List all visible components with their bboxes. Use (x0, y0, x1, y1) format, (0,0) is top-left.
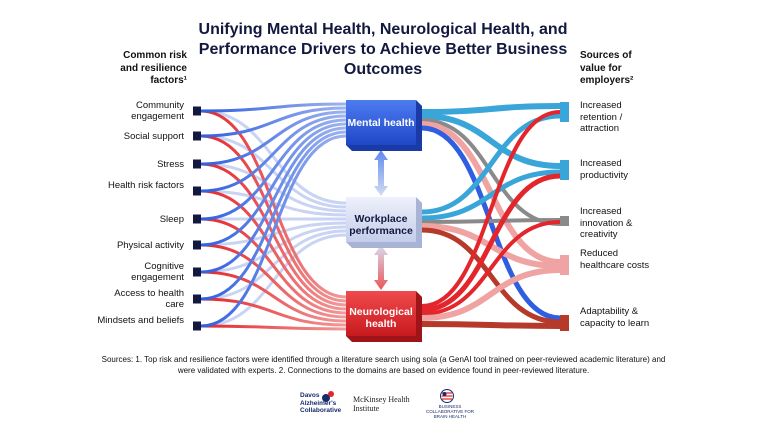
value-source-label: Increased innovation & creativity (580, 206, 633, 240)
risk-factor-node (193, 294, 201, 304)
risk-factor-node (193, 159, 201, 169)
link-to-mental (200, 102, 347, 113)
link-to-mental (200, 122, 347, 247)
risk-factor-label: Stress (157, 158, 184, 170)
risk-factor-node (193, 106, 201, 116)
link-to-mental (200, 110, 347, 166)
link-to-value (421, 110, 561, 308)
link-to-neuro (200, 109, 347, 299)
value-source-bar (560, 160, 569, 180)
value-source-bar (560, 315, 569, 331)
risk-factor-node (193, 321, 201, 331)
link-to-value (421, 169, 561, 221)
risk-factors-header: Common risk and resilience factors¹ (120, 50, 187, 86)
link-to-value (421, 113, 561, 169)
risk-factor-label: Community engagement (131, 100, 184, 122)
value-source-label: Adaptability & capacity to learn (580, 306, 650, 329)
link-to-value (421, 220, 561, 316)
link-to-value (421, 173, 561, 313)
risk-factor-label: Access to health care (114, 288, 184, 310)
link-to-value (421, 267, 561, 321)
value-source-label: Reduced healthcare costs (580, 248, 650, 271)
value-source-bars (560, 102, 569, 331)
value-source-bar (560, 255, 569, 275)
workplace-performance-label: Workplace performance (349, 213, 413, 237)
risk-factor-node (193, 131, 201, 141)
left-connection-lines (200, 102, 347, 331)
mental-health-label: Mental health (347, 117, 415, 129)
link-to-neuro (200, 297, 347, 327)
link-to-mental (200, 126, 347, 274)
neurological-health-box (346, 291, 422, 342)
link-to-value (421, 321, 561, 329)
right-connection-lines (421, 103, 561, 329)
mhi-logo: McKinsey Health Institute (353, 395, 410, 413)
sources-footnote: Sources: 1. Top risk and resilience fact… (101, 355, 666, 375)
link-to-neuro (200, 270, 347, 323)
risk-factor-node (193, 267, 201, 277)
risk-factor-label: Cognitive engagement (131, 261, 184, 283)
risk-factor-node (193, 214, 201, 224)
diagram-title: Unifying Mental Health, Neurological Hea… (198, 21, 568, 78)
link-to-value (421, 103, 561, 115)
link-to-value (421, 227, 561, 325)
value-source-bar (560, 216, 569, 226)
link-to-workplace (200, 162, 347, 213)
link-to-neuro (200, 243, 347, 319)
risk-factor-node (193, 240, 201, 250)
risk-factor-label: Physical activity (116, 239, 184, 251)
link-to-neuro (200, 189, 347, 311)
link-to-mental (200, 114, 347, 193)
risk-factor-label: Social support (123, 130, 184, 142)
neurological-health-label: Neurological health (349, 306, 413, 330)
bc-logo: BUSINESS COLLABORATIVE FOR BRAIN HEALTH (426, 404, 474, 419)
link-to-value (421, 218, 561, 224)
mental-workplace-arrow (374, 150, 388, 196)
value-source-label: Increased retention / attraction (580, 100, 623, 134)
risk-factor-node (193, 186, 201, 196)
bc-logo-icon (440, 389, 454, 403)
link-to-workplace (200, 109, 347, 205)
dac-logo: Davos Alzheimer's Collaborative (300, 392, 342, 414)
mental-health-box (346, 100, 422, 151)
workplace-performance-box (346, 197, 422, 248)
risk-factor-label: Sleep (159, 213, 184, 225)
link-to-neuro (200, 324, 347, 331)
value-sources-header: Sources of value for employers² (580, 50, 634, 86)
dac-logo-icon (322, 391, 334, 402)
risk-factor-label: Mindsets and beliefs (97, 315, 184, 326)
risk-factor-nodes (193, 106, 201, 331)
value-source-bar (560, 102, 569, 122)
value-source-label: Increased productivity (580, 158, 629, 181)
link-to-mental (200, 106, 347, 138)
workplace-neuro-arrow (374, 245, 388, 290)
link-to-neuro (200, 217, 347, 315)
link-to-mental (200, 134, 347, 328)
risk-factor-label: Health risk factors (107, 180, 184, 191)
link-to-mental (200, 118, 347, 221)
link-to-mental (200, 130, 347, 301)
